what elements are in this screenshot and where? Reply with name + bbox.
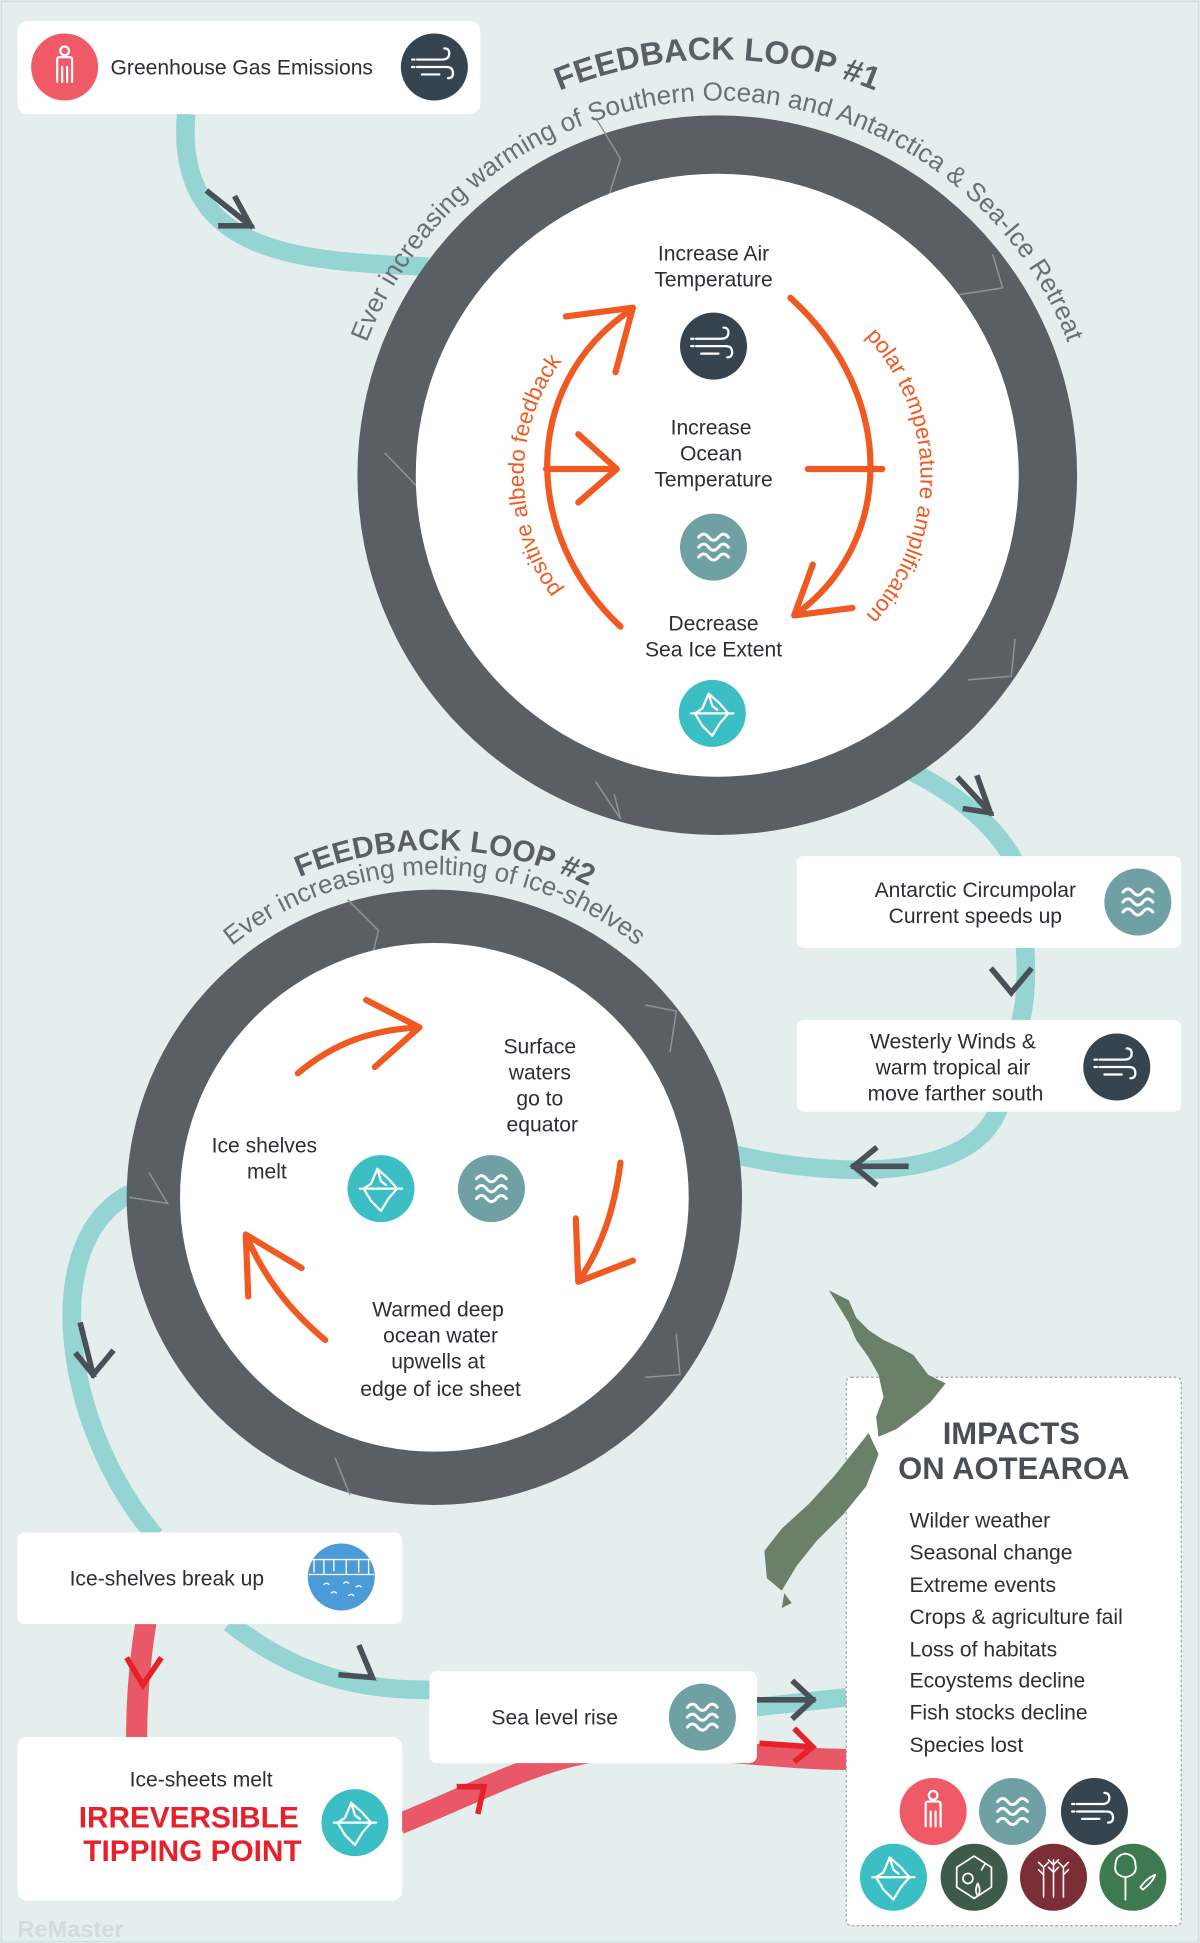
ice-shelves-break-box: Ice-shelves break up <box>17 1532 403 1625</box>
sea-level-label: Sea level rise <box>491 1707 618 1730</box>
waves-icon <box>979 1777 1047 1845</box>
waves-icon <box>668 1683 736 1751</box>
waves-icon <box>1104 868 1172 936</box>
list-item: Loss of habitats <box>910 1638 1058 1661</box>
waves-icon <box>680 513 748 581</box>
tree-fish-icon <box>1099 1843 1167 1911</box>
list-item: Extreme events <box>910 1574 1056 1597</box>
list-item: Ecoystems decline <box>910 1669 1086 1692</box>
wind-icon <box>400 33 468 101</box>
list-item: Seasonal change <box>910 1542 1073 1565</box>
ecosystem-icon <box>940 1843 1008 1911</box>
iceberg-icon <box>678 679 746 747</box>
wind-icon <box>1083 1033 1151 1101</box>
greenhouse-label: Greenhouse Gas Emissions <box>111 56 373 79</box>
person-icon <box>31 33 99 101</box>
crops-icon <box>1019 1843 1087 1911</box>
orange-cycle-arrows <box>542 294 886 630</box>
remaster-watermark: ReMaster <box>17 1916 123 1942</box>
orange-cycle-arrows <box>242 996 636 1344</box>
ice-shelves-break-label: Ice-shelves break up <box>70 1568 264 1591</box>
sea-level-rise-box: Sea level rise <box>429 1671 757 1764</box>
list-item: Fish stocks decline <box>910 1702 1088 1725</box>
feedback-loop-2: FEEDBACK LOOP #2 Ever increasing melting… <box>126 824 743 1506</box>
list-item: Species lost <box>910 1734 1024 1757</box>
ice-sheets-melt-label: Ice-sheets melt <box>130 1769 273 1792</box>
flow-arrow-icons <box>73 188 1034 1815</box>
impacts-list: Wilder weather Seasonal change Extreme e… <box>910 1509 1123 1757</box>
iceberg-icon <box>859 1843 927 1911</box>
list-item: Crops & agriculture fail <box>910 1606 1123 1629</box>
person-icon <box>899 1777 967 1845</box>
ice-shelf-icon <box>307 1543 375 1611</box>
list-item: Wilder weather <box>910 1509 1051 1532</box>
waves-icon <box>457 1155 525 1223</box>
iceberg-icon <box>347 1155 415 1223</box>
teal-flow-paths <box>62 113 1036 1717</box>
wind-icon <box>1060 1777 1128 1845</box>
wind-icon <box>680 312 748 380</box>
new-zealand-map <box>764 1290 946 1608</box>
iceberg-icon <box>321 1789 389 1857</box>
greenhouse-gas-box: Greenhouse Gas Emissions <box>17 21 481 115</box>
